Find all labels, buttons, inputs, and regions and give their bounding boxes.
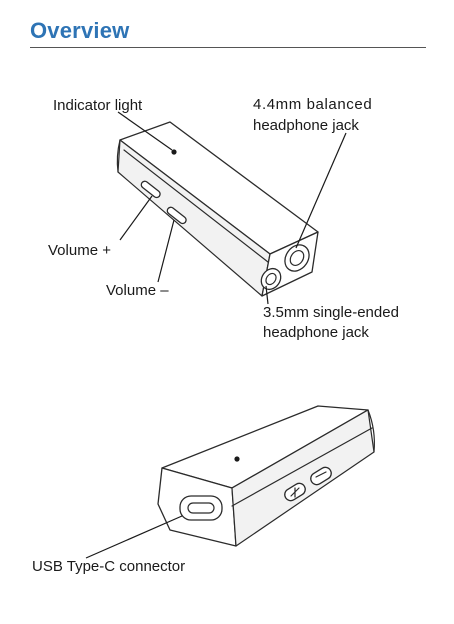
indicator-light-dot: [171, 149, 176, 154]
volume-up-leader-line: [120, 196, 152, 240]
single-ended-jack-label-line1: 3.5mm single-ended: [263, 303, 399, 322]
volume-up-label: Volume +: [48, 241, 111, 260]
balanced-jack-label-line2: headphone jack: [253, 116, 359, 135]
usb-c-leader-line: [86, 516, 182, 558]
volume-down-label: Volume –: [106, 281, 169, 300]
balanced-jack-label-line1: 4.4mm balanced: [253, 95, 372, 114]
volume-down-leader-line: [158, 220, 174, 282]
indicator-light-label: Indicator light: [53, 96, 142, 115]
device-top-view: [117, 112, 346, 304]
single-ended-jack-label-line2: headphone jack: [263, 323, 369, 342]
indicator-light-dot-2: [234, 456, 239, 461]
device-bottom-view: [86, 406, 374, 558]
usb-c-port-outer: [180, 496, 222, 520]
usb-c-label: USB Type-C connector: [32, 557, 185, 576]
balanced-jack-leader-line: [296, 133, 346, 248]
